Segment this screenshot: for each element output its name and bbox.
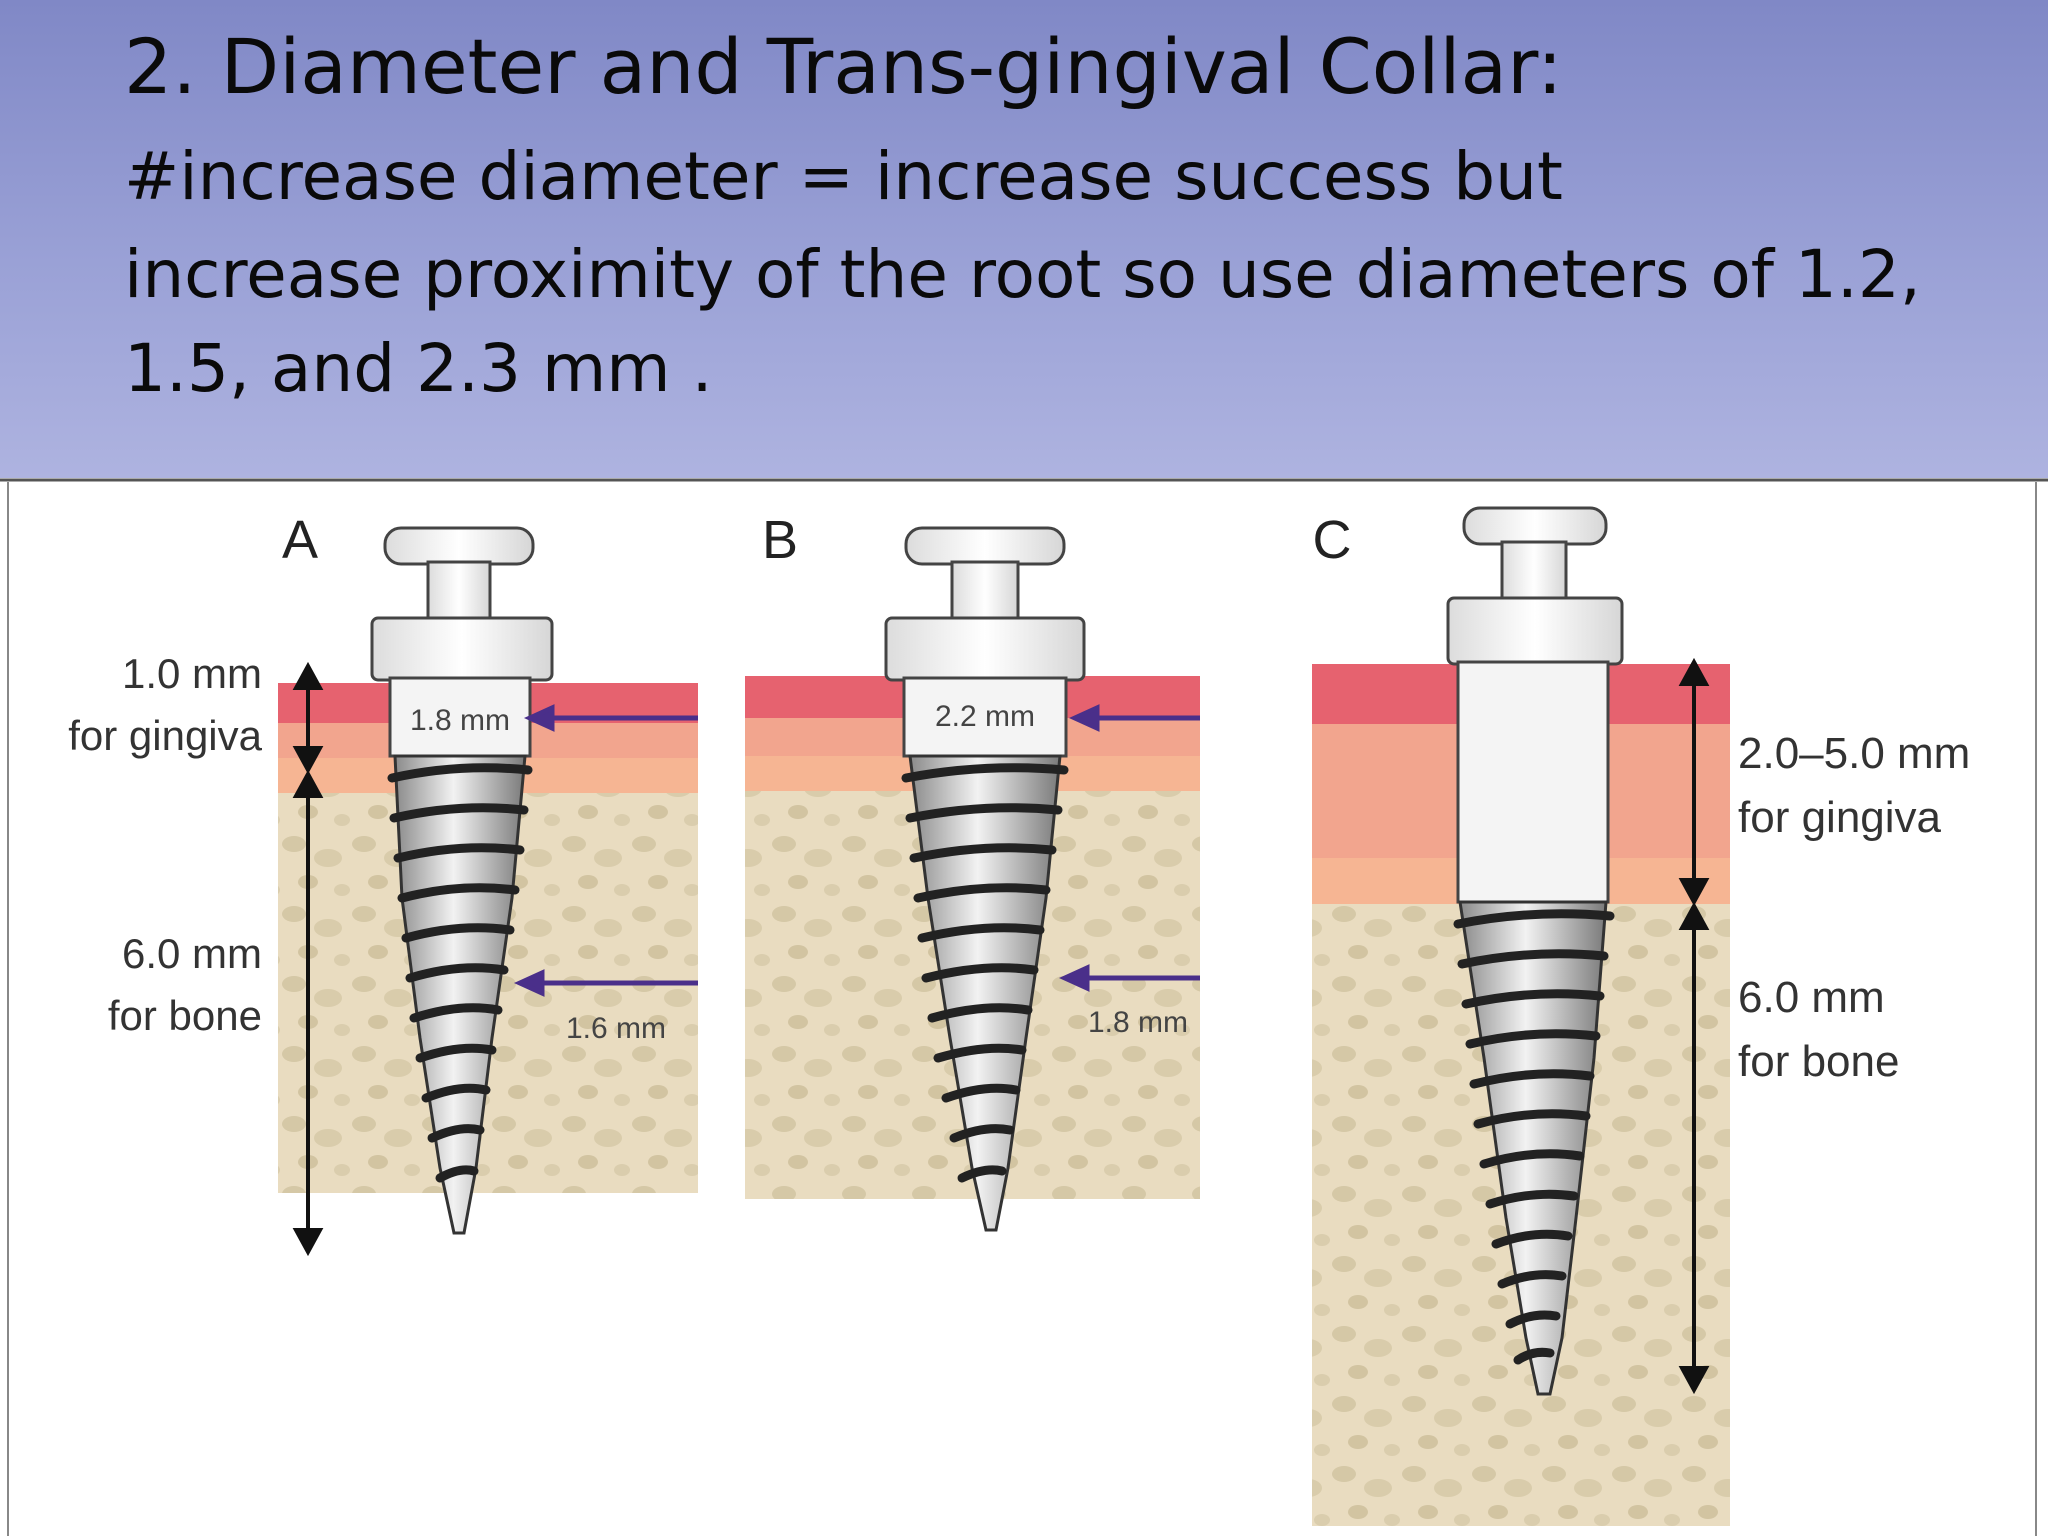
- panel-a-bone-caption: for bone: [108, 992, 262, 1039]
- panel-a-bone-dimension: [292, 769, 324, 1257]
- body-line-3: 1.5, and 2.3 mm .: [124, 330, 713, 407]
- panel-c-collar: [1456, 660, 1610, 904]
- slide-header: 2. Diameter and Trans-gingival Collar: #…: [0, 0, 2048, 478]
- panel-a-bone-value: 6.0 mm: [122, 930, 262, 977]
- panel-a-collar: [388, 676, 532, 758]
- mini-implant-figure: A B C 1.0 mm for gingiva 6.0 mm for bone…: [0, 478, 2048, 1536]
- panel-c-gingiva-value: 2.0–5.0 mm: [1738, 729, 1970, 778]
- slide-title: 2. Diameter and Trans-gingival Collar:: [124, 22, 1563, 111]
- panel-c-screw: [1458, 900, 1608, 1396]
- panel-a-gingiva-value: 1.0 mm: [122, 650, 262, 697]
- panel-c-gingiva-caption: for gingiva: [1738, 793, 1942, 842]
- panel-c: [1312, 506, 1730, 1526]
- panel-c-bone-caption: for bone: [1738, 1037, 1899, 1086]
- panel-c-bone-dimension: [1678, 901, 1710, 1395]
- panel-c-letter: C: [1313, 510, 1352, 570]
- panel-b: [745, 526, 1200, 1232]
- panel-a: [278, 526, 698, 1257]
- mini-implant-diagram: A B C 1.0 mm for gingiva 6.0 mm for bone…: [0, 478, 2048, 1536]
- panel-a-letter: A: [282, 510, 318, 570]
- panel-a-gingiva-dimension: [292, 661, 324, 775]
- panel-a-gingiva-caption: for gingiva: [68, 712, 262, 759]
- panel-a-collar-diameter: 1.8 mm: [410, 704, 510, 737]
- panel-b-collar-diameter: 2.2 mm: [935, 700, 1035, 733]
- panel-b-thread-diameter: 1.8 mm: [1088, 1006, 1188, 1039]
- body-line-2: increase proximity of the root so use di…: [124, 236, 1921, 313]
- panel-a-thread-diameter: 1.6 mm: [566, 1012, 666, 1045]
- panel-c-bone-value: 6.0 mm: [1738, 973, 1885, 1022]
- body-line-1: #increase diameter = increase success bu…: [124, 138, 1563, 215]
- panel-b-letter: B: [762, 510, 798, 570]
- panel-c-gingiva-dimension: [1678, 657, 1710, 907]
